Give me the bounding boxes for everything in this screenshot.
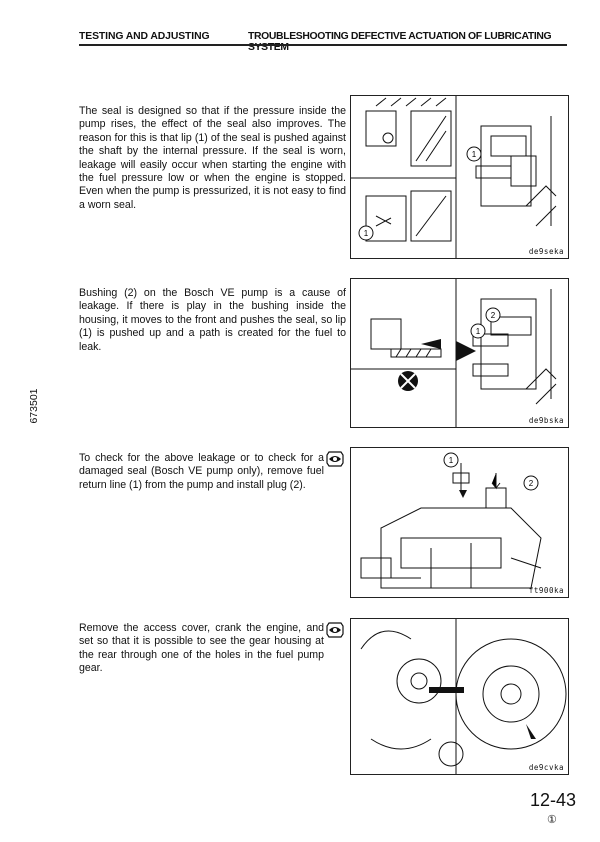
paragraph-access-cover: Remove the access cover, crank the engin…	[79, 622, 324, 675]
figure-caption: de9seka	[528, 247, 564, 256]
callout-1: 1	[364, 229, 369, 238]
bushing-diagram: 1 2	[351, 279, 557, 427]
figure-fuel-pump-plug: 1 2 ft900ka	[350, 447, 569, 598]
figure-caption: de9bska	[528, 416, 564, 425]
page-number: 12-43	[530, 790, 577, 810]
header-rule	[79, 44, 567, 46]
figure-caption: de9cvka	[528, 763, 564, 772]
page-title: TROUBLESHOOTING DEFECTIVE ACTUATION OF L…	[248, 31, 552, 53]
document-code: 673501	[28, 388, 40, 424]
callout-1: 1	[472, 150, 477, 159]
figure-bushing: 1 2 de9bska	[350, 278, 569, 428]
paragraph-bushing: Bushing (2) on the Bosch VE pump is a ca…	[79, 287, 346, 353]
seal-diagram: 1 1	[351, 96, 557, 258]
callout-1: 1	[449, 456, 454, 465]
figure-seal-lip: 1 1 de9seka	[350, 95, 569, 259]
revision-mark: ①	[547, 814, 557, 826]
eye-icon	[326, 451, 344, 467]
callout-2: 2	[491, 311, 496, 320]
figure-caption: ft900ka	[528, 586, 564, 595]
eye-icon	[326, 622, 344, 638]
figure-gear-housing: de9cvka	[350, 618, 569, 775]
paragraph-check-leakage: To check for the above leakage or to che…	[79, 452, 324, 491]
section-title: TESTING AND ADJUSTING	[79, 31, 210, 42]
paragraph-seal-design: The seal is designed so that if the pres…	[79, 105, 346, 211]
fuel-pump-diagram: 1 2	[360, 452, 542, 589]
callout-1: 1	[476, 327, 481, 336]
gear-housing-diagram	[360, 619, 567, 774]
callout-2: 2	[529, 479, 534, 488]
